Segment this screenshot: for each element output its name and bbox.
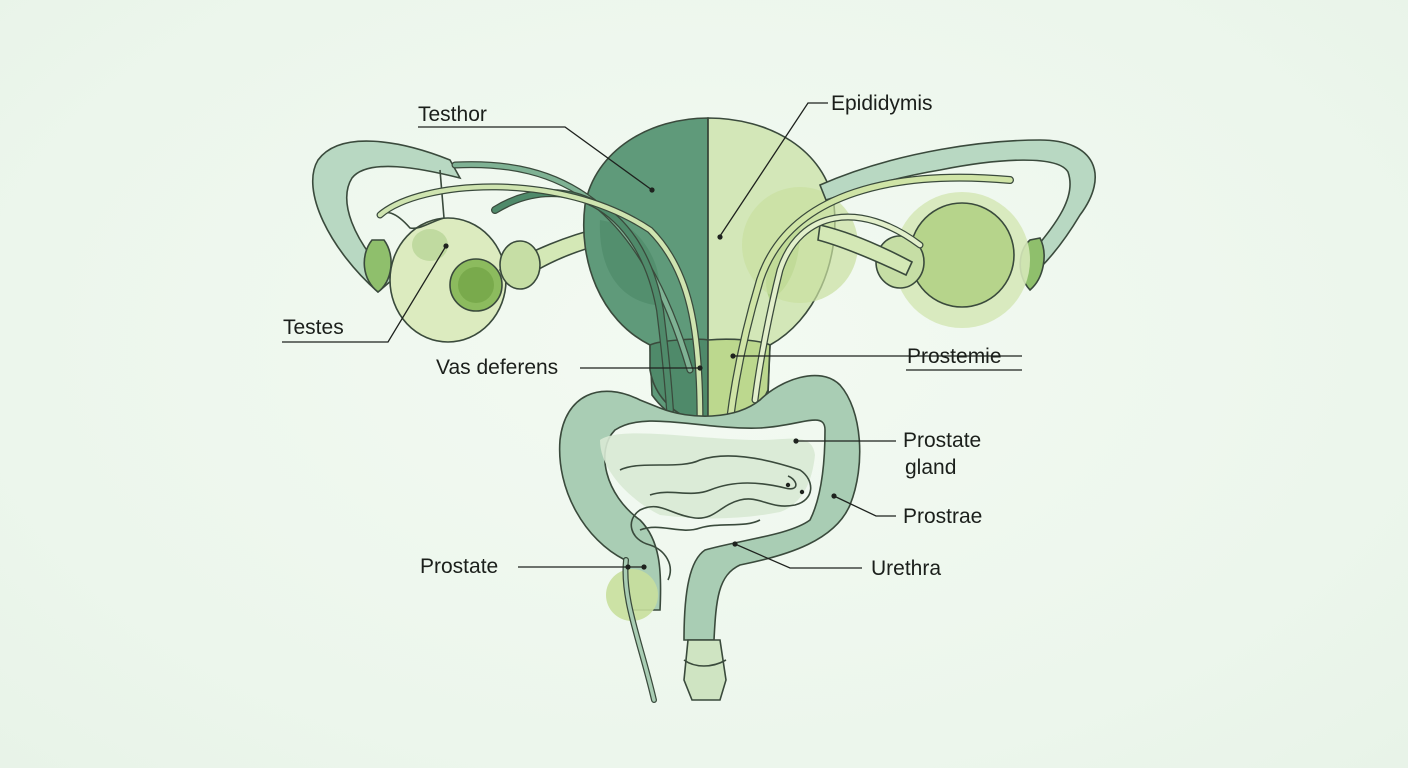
label-epididymis: Epididymis: [831, 92, 933, 115]
dot-urethra: [732, 541, 738, 547]
label-prostrae: Prostrae: [903, 505, 982, 528]
leader-testhor: [418, 126, 653, 191]
dot-prostate-gland: [793, 438, 799, 444]
label-prostate: Prostate: [420, 555, 498, 578]
label-prostemie: Prostemie: [907, 345, 1002, 368]
right-duct-1-fill: [727, 174, 1013, 423]
dot-prostemie: [730, 353, 736, 359]
intestine-loops-3: [639, 519, 761, 531]
label-urethra: Urethra: [871, 557, 941, 580]
label-vas-deferens: Vas deferens: [436, 356, 558, 379]
dot-prostate-1: [625, 564, 631, 570]
label-testhor: Testhor: [418, 103, 487, 126]
marker-dot-a: [785, 482, 791, 488]
dot-prostrae: [831, 493, 837, 499]
leader-urethra: [734, 543, 862, 569]
dot-testhor: [649, 187, 655, 193]
dot-testes: [443, 243, 449, 249]
leader-testes: [282, 245, 447, 343]
label-prostate-gland-1: Prostate: [903, 429, 981, 452]
right-testis: [909, 202, 1015, 308]
right-ligament: [817, 224, 914, 277]
label-prostate-gland-2: gland: [905, 456, 956, 479]
leader-epididymis: [719, 102, 828, 237]
left-ligament-bulb: [499, 240, 541, 290]
lower-shaft-ring: [683, 659, 727, 667]
left-arm-end: [363, 239, 392, 293]
left-testis-core-inner: [458, 267, 494, 303]
left-duct-3-fill: [377, 184, 703, 423]
dot-vas-deferens: [697, 365, 703, 371]
central-inner-left: [599, 220, 660, 305]
leader-prostrae: [833, 495, 896, 517]
intestine-loops-2: [649, 475, 797, 496]
intestine-loops: [619, 455, 812, 581]
dot-epididymis: [717, 234, 723, 240]
lower-inner-band: [600, 433, 815, 519]
left-testis-halo: [412, 229, 448, 261]
marker-dot-b: [799, 489, 805, 495]
prostate-bulb: [606, 569, 658, 621]
lower-shaft: [683, 639, 727, 701]
urethra-tube-left-fill: [623, 558, 656, 702]
label-testes: Testes: [283, 316, 344, 339]
dot-prostate-2: [641, 564, 647, 570]
